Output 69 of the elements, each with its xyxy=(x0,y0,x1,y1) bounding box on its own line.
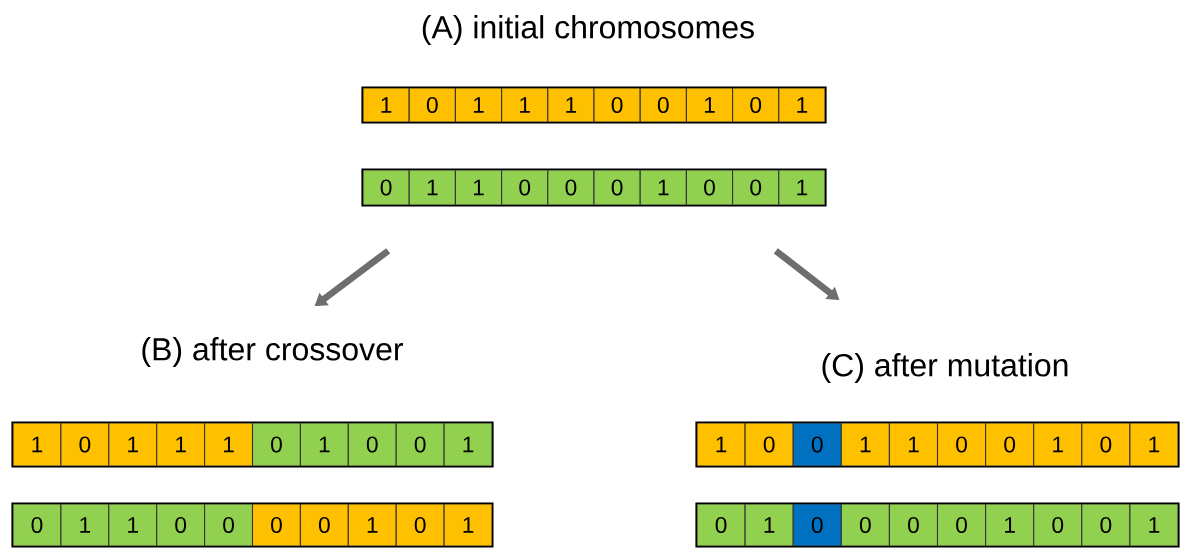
gene-cell: 0 xyxy=(639,87,687,123)
gene-cell: 0 xyxy=(395,422,445,467)
chromosome-bar xyxy=(695,502,1180,548)
gene-cell: 1 xyxy=(985,503,1035,547)
gene-cell: 0 xyxy=(251,503,301,547)
gene-cell: 1 xyxy=(639,169,687,206)
chromosome-bar xyxy=(11,421,494,468)
gene-cell: 1 xyxy=(888,422,939,467)
gene-cell: 0 xyxy=(60,422,110,467)
gene-cell: 1 xyxy=(60,503,110,547)
gene-cell: 1 xyxy=(1033,422,1083,467)
gene-cell: 1 xyxy=(347,503,397,547)
gene-cell: 1 xyxy=(443,422,493,467)
gene-cell: 0 xyxy=(936,503,987,547)
gene-cell: 1 xyxy=(204,422,254,467)
heading: (B) after crossover xyxy=(142,337,403,367)
gene-cell: 1 xyxy=(1129,503,1179,547)
gene-cell: 0 xyxy=(347,422,397,467)
gene-cell: 0 xyxy=(12,503,62,547)
gene-cell: 0 xyxy=(251,422,301,467)
gene-cell: 1 xyxy=(108,503,158,547)
gene-cell: 1 xyxy=(156,422,206,467)
heading: (A) initial chromosomes xyxy=(422,15,754,45)
gene-cell: 1 xyxy=(12,422,62,467)
gene-cell: 0 xyxy=(395,503,445,547)
gene-cell: 0 xyxy=(204,503,254,547)
gene-cell: 0 xyxy=(732,169,780,206)
gene-cell: 0 xyxy=(1081,503,1131,547)
heading: (C) after mutation xyxy=(822,353,1068,383)
gene-cell: 0 xyxy=(1081,422,1131,467)
gene-cell: 0 xyxy=(985,422,1035,467)
gene-cell: 0 xyxy=(593,87,641,123)
gene-cell: 0 xyxy=(1033,503,1083,547)
gene-cell: 1 xyxy=(744,503,794,547)
gene-cell: 0 xyxy=(936,422,987,467)
chromosome-bar xyxy=(361,168,827,207)
gene-cell: 0 xyxy=(696,503,746,547)
gene-cell: 0 xyxy=(156,503,206,547)
gene-cell: 0 xyxy=(685,169,734,206)
gene-cell: 1 xyxy=(299,422,349,467)
chromosome-bar xyxy=(695,421,1180,468)
chromosome-bar xyxy=(11,502,494,548)
gene-cell: 0 xyxy=(299,503,349,547)
gene-cell: 0 xyxy=(547,169,595,206)
chromosome-bar xyxy=(361,86,827,124)
gene-cell: 1 xyxy=(685,87,734,123)
gene-cell: 1 xyxy=(454,87,503,123)
gene-cell: 0 xyxy=(362,169,410,206)
gene-cell: 1 xyxy=(408,169,456,206)
gene-cell: 0 xyxy=(732,87,780,123)
gene-cell: 0 xyxy=(744,422,794,467)
gene-cell: 1 xyxy=(696,422,746,467)
gene-cell: 1 xyxy=(454,169,503,206)
gene-cell: 0 xyxy=(792,503,842,547)
gene-cell: 1 xyxy=(362,87,410,123)
gene-cell: 1 xyxy=(840,422,890,467)
gene-cell: 1 xyxy=(501,87,549,123)
gene-cell: 1 xyxy=(778,87,826,123)
gene-cell: 0 xyxy=(408,87,456,123)
gene-cell: 1 xyxy=(778,169,826,206)
gene-cell: 0 xyxy=(501,169,549,206)
gene-cell: 0 xyxy=(888,503,939,547)
gene-cell: 1 xyxy=(108,422,158,467)
gene-cell: 1 xyxy=(443,503,493,547)
gene-cell: 0 xyxy=(840,503,890,547)
gene-cell: 0 xyxy=(593,169,641,206)
gene-cell: 0 xyxy=(792,422,842,467)
gene-cell: 1 xyxy=(547,87,595,123)
gene-cell: 1 xyxy=(1129,422,1179,467)
